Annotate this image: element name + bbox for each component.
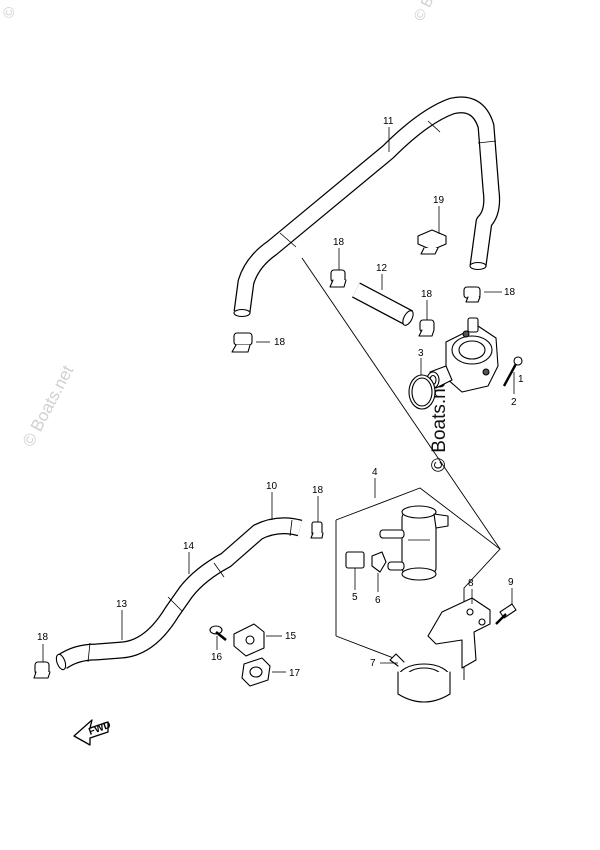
clamp-18-bottom-left xyxy=(33,661,51,679)
clamp-18-filter xyxy=(310,521,324,539)
bolt-2 xyxy=(502,356,523,387)
callout-18-e: 18 xyxy=(312,485,324,496)
hose-11 xyxy=(233,96,501,318)
callout-17: 17 xyxy=(289,668,301,679)
callout-2: 2 xyxy=(511,397,517,408)
clamp-17 xyxy=(241,657,271,687)
hose-lower xyxy=(55,517,303,671)
clamp-18-pump xyxy=(418,319,435,337)
svg-text:© Boats.net: © Boats.net xyxy=(411,0,463,24)
clamp-18-right xyxy=(463,286,481,303)
watermark-top-right: © Boats.net xyxy=(411,0,463,24)
callout-5: 5 xyxy=(352,592,358,603)
fuel-filter-4 xyxy=(379,505,449,581)
callout-18-b: 18 xyxy=(504,287,516,298)
svg-text:©: © xyxy=(1,7,18,18)
callout-7: 7 xyxy=(370,658,376,669)
callout-8: 8 xyxy=(468,578,474,589)
clamp-18-mid xyxy=(329,269,347,288)
callout-10: 10 xyxy=(266,481,278,492)
bracket-8 xyxy=(427,597,491,669)
callout-18-c: 18 xyxy=(421,289,433,300)
callout-12: 12 xyxy=(376,263,388,274)
leader-lines xyxy=(42,127,515,673)
part-5 xyxy=(345,551,365,569)
callout-19: 19 xyxy=(433,195,445,206)
clamp-19 xyxy=(417,229,447,255)
callout-18-a: 18 xyxy=(333,237,345,248)
callout-16: 16 xyxy=(211,652,223,663)
callout-labels: 11 19 18 12 18 18 18 3 1 2 4 10 18 14 9 … xyxy=(37,116,524,679)
bracket-15 xyxy=(233,623,265,657)
callout-1: 1 xyxy=(518,374,524,385)
callout-15: 15 xyxy=(285,631,297,642)
part-6-clip xyxy=(371,551,387,573)
callout-11: 11 xyxy=(383,116,394,127)
callout-9: 9 xyxy=(508,577,514,588)
watermark-left: © Boats.net xyxy=(19,362,78,450)
holder-7 xyxy=(389,653,451,703)
callout-18-f: 18 xyxy=(37,632,49,643)
fuel-pump-1 xyxy=(426,317,499,393)
bolt-9 xyxy=(495,603,517,625)
o-ring-3 xyxy=(408,374,436,410)
callout-4: 4 xyxy=(372,467,378,478)
hose-12 xyxy=(352,282,414,326)
callout-14: 14 xyxy=(183,541,195,552)
bolt-16 xyxy=(209,625,227,642)
svg-text:© Boats.net: © Boats.net xyxy=(19,362,78,450)
callout-18-d: 18 xyxy=(274,337,286,348)
callout-13: 13 xyxy=(116,599,128,610)
clamp-18-left xyxy=(231,332,253,353)
callout-3: 3 xyxy=(418,348,424,359)
fwd-arrow-icon: FWD xyxy=(73,719,112,746)
watermark-top-left: © xyxy=(1,7,18,18)
callout-6: 6 xyxy=(375,595,381,606)
